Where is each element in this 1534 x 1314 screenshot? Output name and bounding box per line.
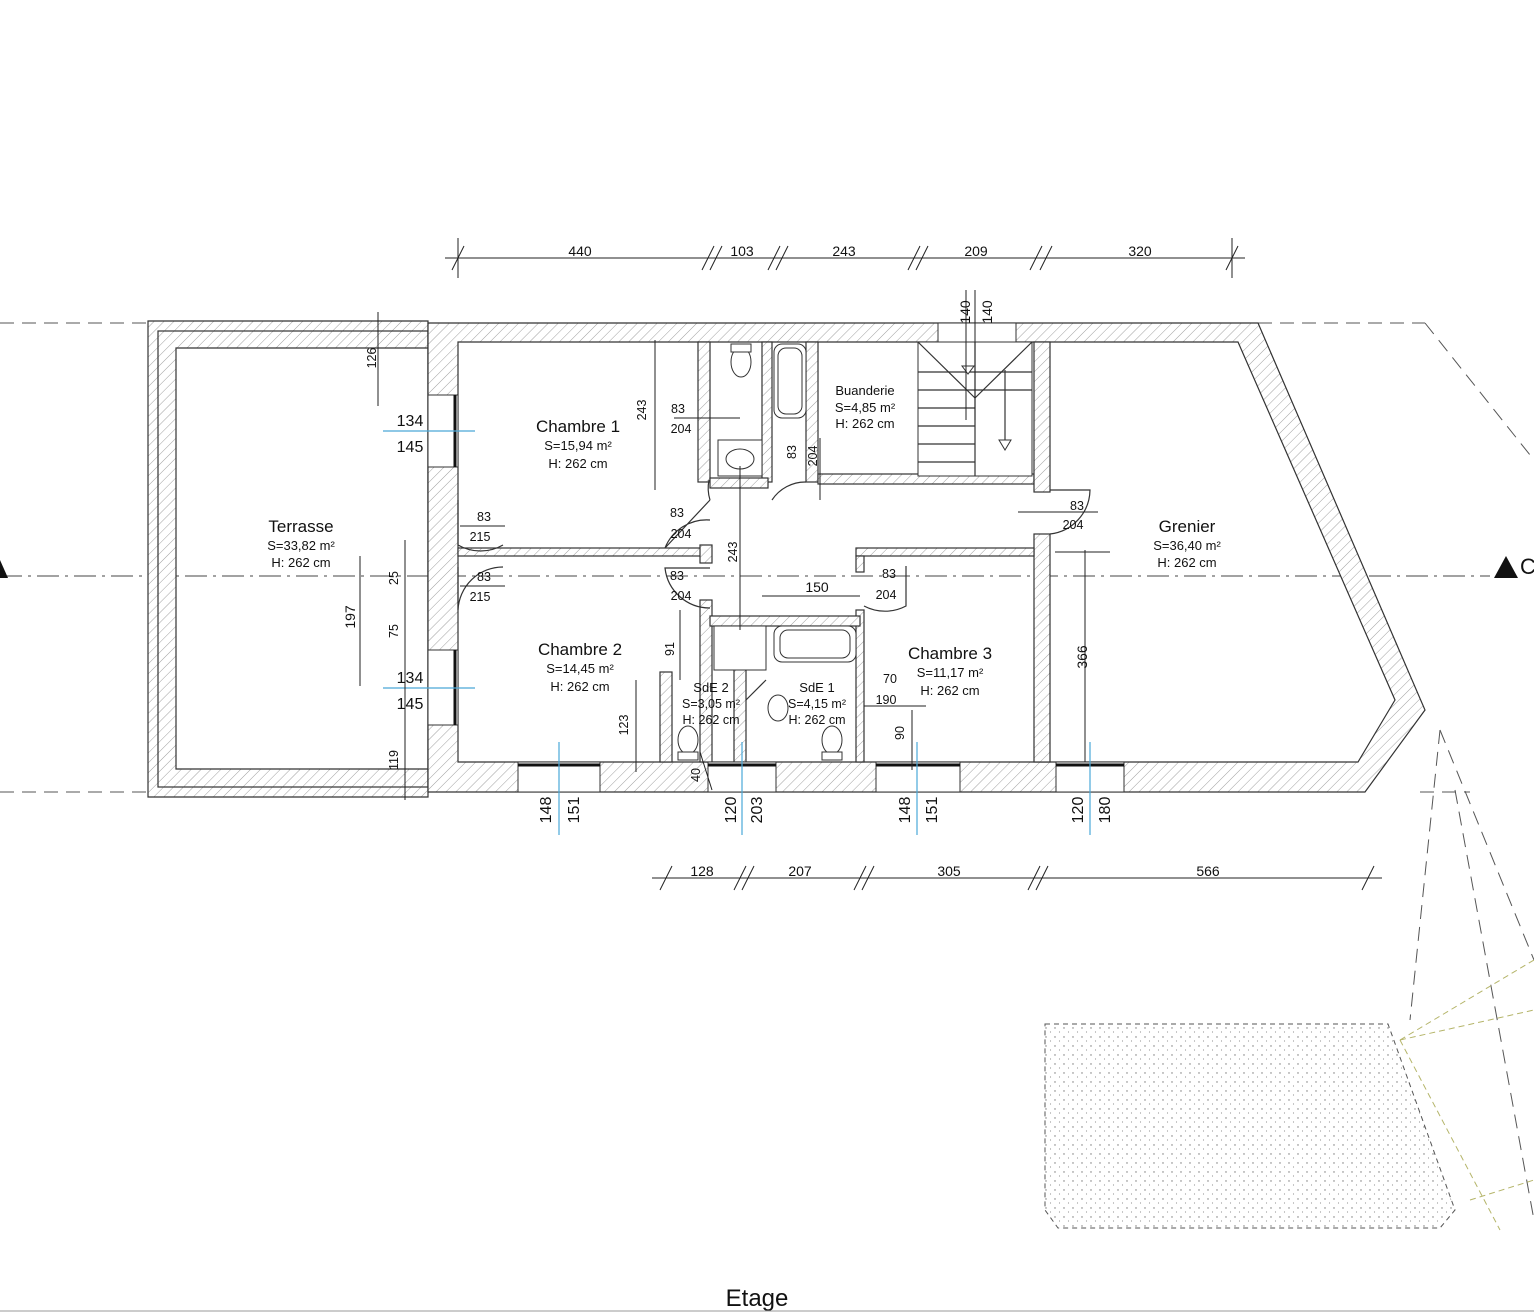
toilet-3-icon xyxy=(821,725,843,755)
house-walls xyxy=(383,322,1426,835)
door-terr1-w: 83 xyxy=(477,510,491,524)
room-name-sde1: SdE 1 xyxy=(799,680,834,695)
bottom-dim-1: 128 xyxy=(690,863,714,879)
dim-terr-left: 197 xyxy=(342,605,358,629)
room-name-chambre3: Chambre 3 xyxy=(908,644,992,663)
top-dim-5: 320 xyxy=(1128,243,1152,259)
win-s2-b: 203 xyxy=(749,797,766,824)
shower-icon xyxy=(713,625,767,671)
dimension-lines xyxy=(359,238,1382,891)
room-height-chambre2: H: 262 cm xyxy=(550,679,609,694)
door-hall-ch2-h: 204 xyxy=(671,589,692,603)
door-sde1-w: 70 xyxy=(883,672,897,686)
door-buand-h: 204 xyxy=(806,446,820,467)
door-grenier-h: 204 xyxy=(1063,518,1084,532)
dim-grenier-366: 366 xyxy=(1074,645,1090,669)
section-marker-left-icon xyxy=(0,560,8,578)
stair-label-1: 140 xyxy=(957,300,973,324)
door-sde1-h: 190 xyxy=(876,693,897,707)
top-dim-4: 209 xyxy=(964,243,988,259)
dim-hall-150: 150 xyxy=(805,579,829,595)
dim-terr-75: 75 xyxy=(387,624,401,638)
win-west-top-1: 134 xyxy=(397,413,424,430)
room-height-terrasse: H: 262 cm xyxy=(271,555,330,570)
door-hall-ch2-w: 83 xyxy=(670,569,684,583)
top-dim-1: 440 xyxy=(568,243,592,259)
toilet-2-icon xyxy=(677,725,699,755)
room-height-chambre3: H: 262 cm xyxy=(920,683,979,698)
win-s4-b: 180 xyxy=(1097,797,1114,824)
room-height-chambre1: H: 262 cm xyxy=(548,456,607,471)
door-terr2-h: 215 xyxy=(470,590,491,604)
room-height-buanderie: H: 262 cm xyxy=(835,416,894,431)
fixtures xyxy=(677,343,857,761)
section-marker-right-icon xyxy=(1494,556,1518,578)
room-area-terrasse: S=33,82 m² xyxy=(267,538,335,553)
dim-hall-243: 243 xyxy=(726,542,740,563)
win-s2-a: 120 xyxy=(723,797,740,824)
dim-terr-119: 119 xyxy=(387,750,401,770)
guide-lines xyxy=(0,322,1534,1231)
room-labels: Terrasse S=33,82 m² H: 262 cm Chambre 1 … xyxy=(267,383,1221,727)
room-name-chambre2: Chambre 2 xyxy=(538,640,622,659)
door-ch1-h: 204 xyxy=(671,422,692,436)
room-area-chambre1: S=15,94 m² xyxy=(544,438,612,453)
stair-label-2: 140 xyxy=(979,300,995,324)
room-area-buanderie: S=4,85 m² xyxy=(835,400,896,415)
door-ch1-w: 83 xyxy=(671,402,685,416)
room-height-sde1: H: 262 cm xyxy=(789,713,846,727)
bottom-dim-2: 207 xyxy=(788,863,812,879)
door-ch3-w: 83 xyxy=(882,567,896,581)
room-name-grenier: Grenier xyxy=(1159,517,1216,536)
room-area-chambre2: S=14,45 m² xyxy=(546,661,614,676)
room-area-sde1: S=4,15 m² xyxy=(788,697,846,711)
win-s3-a: 148 xyxy=(897,797,914,824)
dim-terr-25: 25 xyxy=(387,571,401,585)
win-west-bottom-2: 145 xyxy=(397,696,424,713)
room-name-terrasse: Terrasse xyxy=(268,517,333,536)
page-title: Etage xyxy=(726,1285,789,1312)
dim-ch3-90: 90 xyxy=(893,726,907,740)
door-buand-w: 83 xyxy=(785,445,799,459)
dim-sde2-40: 40 xyxy=(689,768,703,782)
door-swings xyxy=(457,479,1091,701)
dim-terr-top: 126 xyxy=(365,348,379,369)
win-s3-b: 151 xyxy=(924,797,941,824)
win-west-top-2: 145 xyxy=(397,439,424,456)
sink-2-icon xyxy=(767,694,789,722)
room-height-sde2: H: 262 cm xyxy=(683,713,740,727)
dim-ch2-91: 91 xyxy=(663,642,677,656)
door-terr1-h: 215 xyxy=(470,530,491,544)
room-area-grenier: S=36,40 m² xyxy=(1153,538,1221,553)
dim-ch2-123: 123 xyxy=(617,715,631,736)
top-dim-3: 243 xyxy=(832,243,856,259)
dimension-labels: 440 103 243 209 320 128 207 305 566 140 … xyxy=(342,243,1534,879)
win-s1-a: 148 xyxy=(538,797,555,824)
room-area-chambre3: S=11,17 m² xyxy=(917,665,984,680)
door-ch3-h: 204 xyxy=(876,588,897,602)
dim-ch1-243: 243 xyxy=(635,400,649,421)
door-hall-ch1-h: 204 xyxy=(671,527,692,541)
win-s1-b: 151 xyxy=(566,797,583,824)
win-west-bottom-1: 134 xyxy=(397,670,424,687)
door-terr2-w: 83 xyxy=(477,570,491,584)
top-dim-2: 103 xyxy=(730,243,754,259)
bottom-dim-4: 566 xyxy=(1196,863,1220,879)
room-name-buanderie: Buanderie xyxy=(835,383,894,398)
bathtub-icon xyxy=(773,343,807,419)
paving-area xyxy=(1044,1023,1456,1229)
door-hall-ch1-w: 83 xyxy=(670,506,684,520)
bottom-dim-3: 305 xyxy=(937,863,961,879)
win-s4-a: 120 xyxy=(1070,797,1087,824)
room-area-sde2: S=3,05 m² xyxy=(682,697,740,711)
section-marker-label: C xyxy=(1520,554,1534,579)
room-name-chambre1: Chambre 1 xyxy=(536,417,620,436)
bathtub-2-icon xyxy=(773,625,857,663)
room-height-grenier: H: 262 cm xyxy=(1157,555,1216,570)
door-grenier-w: 83 xyxy=(1070,499,1084,513)
room-name-sde2: SdE 2 xyxy=(693,680,728,695)
